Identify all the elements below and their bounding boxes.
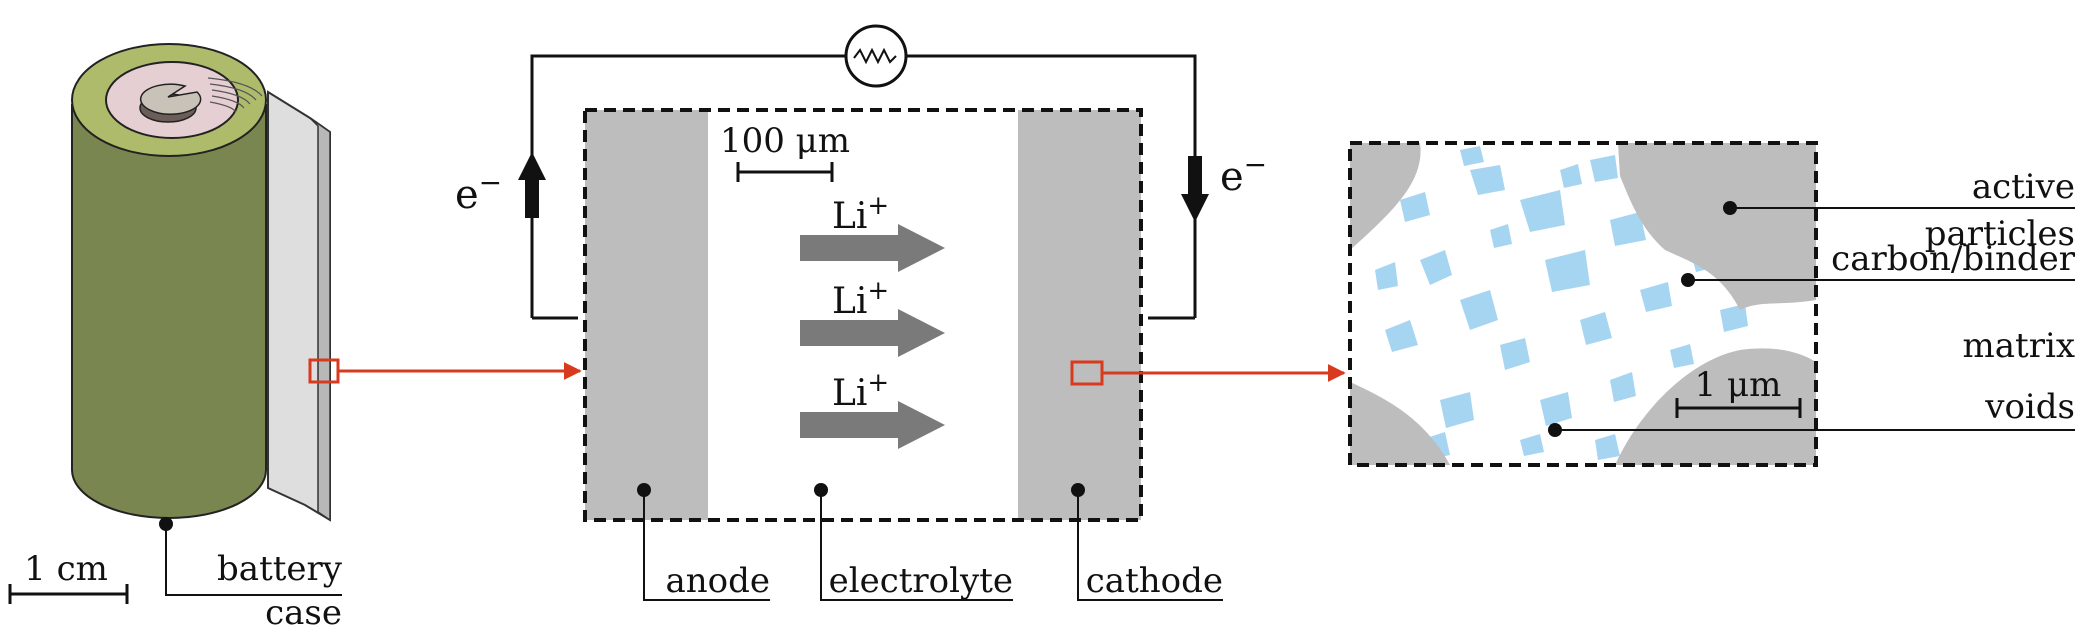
cathode-label: cathode: [1086, 561, 1223, 601]
binder-label-1: carbon/binder: [1831, 239, 2076, 279]
electrolyte-leader: electrolyte: [814, 483, 1013, 601]
voids-label: voids: [1984, 387, 2075, 427]
anode-label: anode: [665, 561, 770, 601]
micro-scale-bar: 1 μm: [1675, 365, 1802, 418]
electron-label-right: e−: [1220, 148, 1267, 200]
cathode-leader: cathode: [1071, 483, 1223, 601]
battery-case: [71, 104, 267, 519]
external-circuit: [530, 54, 1197, 320]
cell-micro-scale-label: 100 μm: [720, 121, 850, 161]
carbon-binder-leader: carbon/binder matrix: [1681, 239, 2076, 366]
core-pin: [139, 83, 202, 115]
microstructure: 1 μm active particles carbon/binder matr…: [1348, 141, 2076, 467]
case-label-case: case: [265, 593, 342, 633]
cathode: [1018, 110, 1141, 520]
active-label-1: active: [1972, 167, 2075, 207]
active-particles-leader: active particles: [1723, 167, 2075, 254]
anode: [585, 110, 708, 520]
li-ion-arrow-3: Li+: [800, 368, 945, 449]
active-particle-top-right: [1618, 143, 1816, 310]
cell-micro-scale-bar: 100 μm: [720, 121, 850, 182]
micro-scale-label: 1 μm: [1695, 365, 1782, 405]
electron-arrow-right: [1181, 156, 1209, 222]
li-ion-arrow-2: Li+: [800, 276, 945, 357]
electron-arrow-left: [518, 152, 546, 218]
electrochemical-cell: e− e− 100 μm Li+ Li+ Li+: [455, 24, 1346, 601]
cell-scale-label: 1 cm: [24, 549, 108, 589]
cell-scale-bar: 1 cm: [8, 549, 129, 604]
electrolyte-label: electrolyte: [829, 561, 1013, 601]
svg-text:Li+: Li+: [832, 368, 889, 414]
micro-frame: [1348, 141, 1818, 467]
svg-text:Li+: Li+: [832, 191, 889, 237]
binder-label-2: matrix: [1963, 326, 2075, 366]
voids-leader: voids: [1548, 387, 2075, 437]
electron-label-left: e−: [455, 166, 502, 218]
cell-frame: [583, 108, 1143, 522]
active-particle-bottom-left: [1350, 382, 1450, 465]
cylindrical-cell: battery case 1 cm: [8, 43, 582, 633]
anode-leader: anode: [637, 483, 770, 601]
case-label-battery: battery: [217, 549, 343, 589]
active-particle-left: [1350, 143, 1421, 250]
li-ion-arrow-1: Li+: [800, 191, 945, 272]
svg-text:Li+: Li+: [832, 276, 889, 322]
active-label-2: particles: [1925, 214, 2075, 254]
